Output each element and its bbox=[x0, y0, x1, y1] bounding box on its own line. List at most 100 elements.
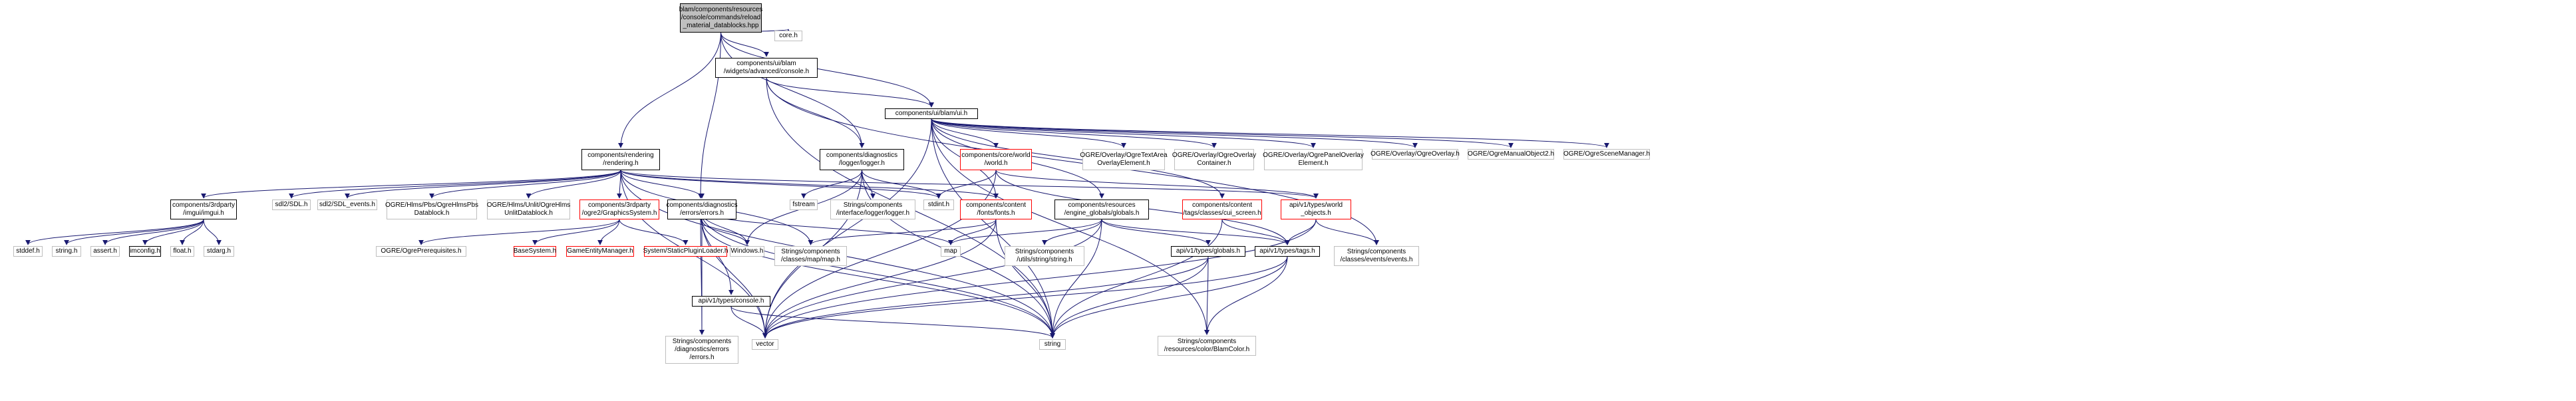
edge-rendering-to-sdl bbox=[289, 170, 621, 199]
edge-imgui-to-floath bbox=[180, 219, 204, 245]
edge-imgui-to-stddef bbox=[25, 219, 204, 245]
graph-node-diagerrors[interactable]: Strings/components /diagnostics/errors /… bbox=[665, 336, 738, 364]
edge-world-to-stdinth bbox=[936, 170, 997, 199]
graph-node-uih[interactable]: components/ui/blam/ui.h bbox=[885, 108, 978, 119]
edge-tagsh-to-blamcolor bbox=[1204, 256, 1288, 335]
graph-node-worldobjects[interactable]: api/v1/types/world _objects.h bbox=[1281, 200, 1351, 219]
edge-root-to-rendering bbox=[618, 32, 721, 148]
graph-node-textarea[interactable]: OGRE/Overlay/OgreTextArea OverlayElement… bbox=[1080, 149, 1168, 170]
edge-uih-to-manualobj bbox=[931, 118, 1514, 148]
graph-node-fonts[interactable]: components/content /fonts/fonts.h bbox=[960, 200, 1032, 219]
graph-node-logger[interactable]: components/diagnostics /logger/logger.h bbox=[820, 149, 904, 170]
edge-imgui-to-asserth bbox=[102, 219, 204, 245]
graph-node-utilsstring[interactable]: Strings/components /utils/string/string.… bbox=[1005, 246, 1084, 266]
edge-uih-to-scenemgr bbox=[931, 118, 1609, 148]
edge-graphicssys-to-basesystem bbox=[532, 219, 620, 245]
graph-node-imconfig[interactable]: imconfig.h bbox=[129, 246, 161, 257]
graph-node-eventsh[interactable]: Strings/components /classes/events/event… bbox=[1334, 246, 1419, 266]
edge-worldobjects-to-tagsh bbox=[1285, 219, 1317, 245]
edge-rendering-to-hlmsunlit bbox=[526, 170, 621, 199]
graph-node-hlmspbs[interactable]: OGRE/Hlms/Pbs/OgreHlmsPbs Datablock.h bbox=[385, 200, 478, 219]
graph-node-hlmsunlit[interactable]: OGRE/Hlms/Unlit/OgreHlms UnlitDatablock.… bbox=[487, 200, 570, 219]
edge-rendering-to-imgui bbox=[201, 170, 621, 199]
graph-node-consoleui[interactable]: components/ui/blam /widgets/advanced/con… bbox=[715, 58, 818, 78]
edge-uih-to-world bbox=[931, 118, 999, 148]
edge-worldobjects-to-vector bbox=[762, 219, 1317, 338]
graph-node-windowsh[interactable]: Windows.h bbox=[730, 246, 764, 257]
graph-node-ogreprereq[interactable]: OGRE/OgrePrerequisites.h bbox=[376, 246, 466, 257]
edge-uih-to-ogrepanel bbox=[931, 118, 1316, 148]
graph-node-stdargh[interactable]: stdarg.h bbox=[204, 246, 234, 257]
edge-apiglobals-to-blamcolor bbox=[1204, 256, 1210, 335]
graph-node-fstream[interactable]: fstream bbox=[790, 200, 818, 210]
graph-node-tagsh[interactable]: api/v1/types/tags.h bbox=[1255, 246, 1320, 257]
graph-node-stringh[interactable]: string.h bbox=[52, 246, 81, 257]
graph-node-apiconsole[interactable]: api/v1/types/console.h bbox=[692, 296, 770, 307]
edge-cuiscreen-to-tagsh bbox=[1221, 219, 1290, 245]
edge-fonts-to-maph bbox=[808, 219, 997, 245]
edge-graphicssys-to-gameentity bbox=[597, 219, 620, 245]
graph-node-vector[interactable]: vector bbox=[752, 339, 778, 350]
graph-node-stddef[interactable]: stddef.h bbox=[13, 246, 43, 257]
graph-node-asserth[interactable]: assert.h bbox=[90, 246, 120, 257]
edge-graphicssys-to-ogreprereq bbox=[418, 219, 620, 245]
edge-fonts-to-string bbox=[995, 219, 1055, 338]
edge-engglobals-to-apiglobals bbox=[1101, 219, 1211, 245]
graph-node-errors[interactable]: components/diagnostics /errors/errors.h bbox=[666, 200, 738, 219]
graph-node-blamcolor[interactable]: Strings/components /resources/color/Blam… bbox=[1158, 336, 1256, 356]
edge-root-to-uih bbox=[721, 32, 934, 108]
edge-uih-to-textarea bbox=[931, 118, 1126, 148]
graph-node-floath[interactable]: float.h bbox=[170, 246, 194, 257]
graph-node-stdinth[interactable]: stdint.h bbox=[923, 200, 954, 210]
graph-node-cuiscreen[interactable]: components/content /tags/classes/cui_scr… bbox=[1182, 200, 1262, 219]
graph-node-scenemgr[interactable]: OGRE/OgreSceneManager.h bbox=[1563, 149, 1650, 160]
graph-node-apiglobals[interactable]: api/v1/types/globals.h bbox=[1171, 246, 1245, 257]
graph-node-sdlevents[interactable]: sdl2/SDL_events.h bbox=[317, 200, 377, 210]
edge-graphicssys-to-staticplugin bbox=[619, 219, 689, 245]
edge-root-to-logger bbox=[721, 32, 865, 148]
graph-node-graphicssys[interactable]: components/3rdparty /ogre2/GraphicsSyste… bbox=[579, 200, 659, 219]
edge-uih-to-cuiscreen bbox=[931, 118, 1225, 199]
edge-imgui-to-stringh bbox=[64, 219, 204, 245]
graph-node-world[interactable]: components/core/world /world.h bbox=[960, 149, 1032, 170]
edge-worldobjects-to-eventsh bbox=[1315, 219, 1379, 245]
graph-node-ogrepanel[interactable]: OGRE/Overlay/OgrePanelOverlay Element.h bbox=[1263, 149, 1364, 170]
graph-node-staticplugin[interactable]: System/StaticPluginLoader.h bbox=[643, 246, 728, 257]
edge-uih-to-ogreoverlaycont bbox=[931, 118, 1217, 148]
graph-node-string[interactable]: string bbox=[1039, 339, 1066, 350]
edge-root-to-consoleui bbox=[721, 32, 769, 57]
edge-engglobals-to-string bbox=[1050, 219, 1102, 338]
graph-node-ogreoverlaycont[interactable]: OGRE/Overlay/OgreOverlay Container.h bbox=[1172, 149, 1256, 170]
edge-uih-to-blamcolor bbox=[931, 118, 1209, 335]
edge-consoleh-to-vector bbox=[700, 209, 768, 338]
edge-logger-to-stdinth bbox=[862, 170, 941, 199]
graph-node-imgui[interactable]: components/3rdparty /imgui/imgui.h bbox=[170, 200, 237, 219]
edge-fonts-to-vector bbox=[762, 219, 997, 338]
graph-node-sdl[interactable]: sdl2/SDL.h bbox=[272, 200, 311, 210]
graph-node-map[interactable]: map bbox=[941, 246, 961, 257]
edge-rendering-to-fonts bbox=[620, 170, 999, 199]
edge-engglobals-to-utilsstring bbox=[1042, 219, 1102, 245]
graph-node-rendering[interactable]: components/rendering /rendering.h bbox=[581, 149, 660, 170]
edge-apiglobals-to-string bbox=[1050, 256, 1209, 338]
graph-node-gameentity[interactable]: GameEntityManager.h bbox=[566, 246, 634, 257]
edge-imgui-to-imconfig bbox=[142, 219, 204, 245]
graph-node-ogreoverlay[interactable]: OGRE/Overlay/OgreOverlay.h bbox=[1370, 149, 1460, 160]
graph-node-root[interactable]: blam/components/resources /console/comma… bbox=[679, 3, 762, 33]
graph-node-maph[interactable]: Strings/components /classes/map/map.h bbox=[774, 246, 847, 266]
graph-node-engglobals[interactable]: components/resources /engine_globals/glo… bbox=[1054, 200, 1149, 219]
edge-uih-to-ogreoverlay bbox=[931, 118, 1418, 148]
edge-uih-to-string bbox=[931, 118, 1055, 338]
edge-errors-to-windowsh bbox=[701, 219, 750, 245]
edge-apiconsole-to-vector bbox=[730, 306, 768, 338]
graph-node-ilogger[interactable]: Strings/components /interface/logger/log… bbox=[830, 200, 915, 219]
edge-rendering-to-sdlevents bbox=[345, 170, 621, 199]
graph-node-manualobj[interactable]: OGRE/OgreManualObject2.h bbox=[1468, 149, 1554, 160]
edge-consoleh-to-string bbox=[700, 209, 1055, 338]
edge-cuiscreen-to-string bbox=[1050, 219, 1223, 338]
graph-node-coreh[interactable]: core.h bbox=[774, 31, 802, 41]
edge-engglobals-to-tagsh bbox=[1101, 219, 1290, 245]
edge-engglobals-to-map bbox=[948, 219, 1102, 245]
edge-tagsh-to-string bbox=[1050, 256, 1288, 338]
graph-node-basesystem[interactable]: BaseSystem.h bbox=[514, 246, 556, 257]
